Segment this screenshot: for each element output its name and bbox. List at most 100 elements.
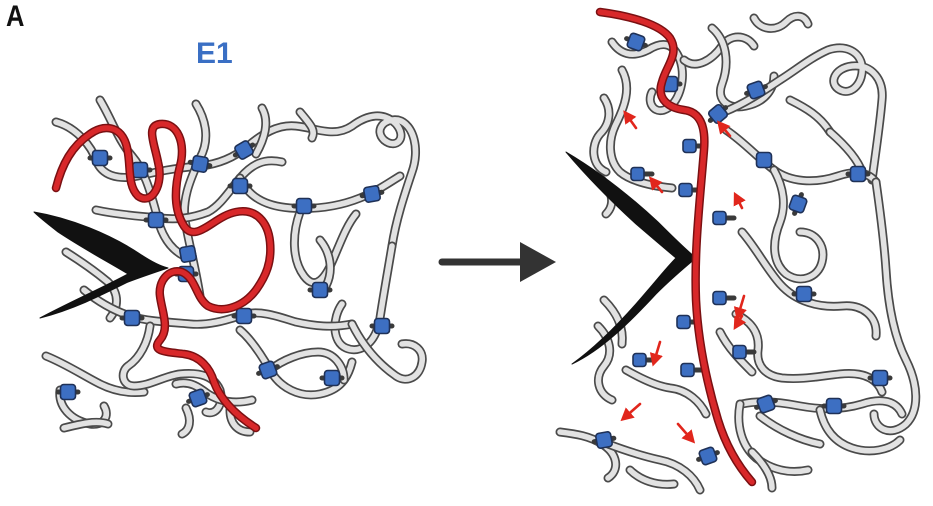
left-polymer-chain: [41, 351, 149, 397]
crosslink-square: [795, 285, 813, 303]
right-polymer-chain: [785, 95, 835, 137]
right-polymer-chain: [869, 177, 921, 436]
right-polymer-chain: [719, 43, 887, 185]
crosslink-square-icon: [256, 360, 280, 380]
chain-core: [179, 405, 193, 437]
chain-core: [871, 179, 919, 434]
right-polymer-chain: [769, 165, 828, 284]
crosslink-square-icon: [707, 103, 729, 125]
highlighted-chain: [595, 7, 757, 487]
broken-crosslink-icon: [732, 344, 757, 360]
crosslink-square-icon: [231, 307, 257, 325]
crosslink-square: [680, 362, 695, 378]
chain-core: [751, 13, 811, 32]
crosslink-square: [682, 138, 697, 154]
crosslink-square: [712, 290, 727, 306]
crosslink-square: [732, 344, 747, 360]
crosslink-square-icon: [87, 149, 113, 167]
chain-core: [591, 95, 612, 175]
chain-core: [721, 45, 885, 183]
crosslink-square: [755, 151, 773, 169]
red-motion-arrow-icon: [649, 340, 663, 367]
red-motion-arrow-icon: [733, 294, 747, 321]
crosslink-square: [849, 165, 867, 183]
highlighted-chain: [51, 119, 275, 433]
right-polymer-chain: [731, 309, 887, 397]
crosslink-square: [712, 210, 727, 226]
chain-core: [93, 158, 285, 222]
left-polymer-chain: [177, 403, 194, 439]
crosslink-square: [231, 177, 249, 195]
crosslink-square-icon: [291, 197, 317, 215]
crosslink-square-icon: [624, 32, 648, 52]
crosslink-square: [373, 317, 391, 335]
crosslink-square: [91, 149, 109, 167]
chain-core: [749, 449, 775, 491]
right-polymer-chain: [606, 65, 677, 193]
crosslink-square: [179, 245, 197, 263]
crosslink-square: [131, 161, 149, 179]
crosslink-square: [235, 307, 253, 325]
crosslink-square-icon: [788, 192, 808, 216]
crosslink-square-icon: [359, 185, 385, 203]
crosslink-square-icon: [696, 446, 720, 466]
chain-core: [787, 97, 833, 135]
chain-core: [61, 419, 111, 431]
chain-core: [43, 353, 147, 396]
chain-core: [227, 407, 253, 435]
crosslink-square: [311, 281, 329, 299]
chain-core: [709, 25, 777, 110]
crack-icon: [33, 211, 169, 319]
crosslink-square: [698, 446, 718, 466]
right-polymer-chain: [749, 11, 813, 33]
chain-core: [739, 229, 879, 339]
crosslink-square-icon: [845, 165, 871, 183]
crosslink-square: [630, 166, 645, 182]
right-polymer-chain: [603, 439, 705, 495]
crosslink-square: [323, 369, 341, 387]
right-polymer-chain: [815, 405, 905, 456]
chain-core: [601, 297, 626, 347]
crosslink-square-icon: [369, 317, 395, 335]
left-polymer-chain: [347, 319, 427, 384]
crosslink-square: [595, 431, 613, 449]
crosslink-square-icon: [187, 155, 213, 173]
left-polymer-chain: [265, 347, 349, 385]
red-motion-arrow-icon: [733, 191, 746, 210]
chain-core: [757, 413, 823, 447]
crosslink-square: [632, 352, 647, 368]
left-polymer-chain: [235, 171, 405, 213]
crosslink-square: [147, 211, 165, 229]
state-label-e1: E1: [196, 37, 233, 70]
red-motion-arrow-icon: [733, 314, 747, 331]
crosslink-square: [363, 185, 381, 203]
crosslink-square-icon: [755, 151, 773, 169]
crosslink-square: [825, 397, 843, 415]
crosslink-square: [678, 182, 693, 198]
chain-core: [605, 441, 703, 493]
right-polymer-chain: [707, 23, 779, 112]
chain-core: [297, 109, 317, 141]
crosslink-square: [123, 309, 141, 327]
right-arrow-icon: [520, 242, 556, 282]
crosslink-square: [191, 155, 209, 173]
crosslink-square-icon: [821, 397, 847, 415]
left-polymer-chain: [243, 111, 420, 251]
highlighted-chain-core: [53, 121, 274, 431]
left-polymer-chain: [59, 417, 113, 433]
left-polymer-chain: [91, 156, 287, 224]
left-polymer-chain: [315, 235, 335, 291]
crosslink-square-icon: [791, 285, 817, 303]
crosslink-square: [234, 140, 254, 160]
crosslink-square-icon: [186, 388, 210, 408]
red-motion-arrow-icon: [620, 402, 642, 422]
crosslink-layer: [55, 32, 893, 466]
crosslink-square-icon: [754, 394, 778, 414]
chain-core: [317, 237, 334, 289]
left-polymer-chain: [289, 207, 361, 288]
red-motion-arrow-icon: [676, 422, 696, 444]
broken-crosslink-icon: [630, 166, 655, 182]
right-polymer-chain: [621, 365, 711, 419]
crosslink-square-icon: [227, 177, 253, 195]
